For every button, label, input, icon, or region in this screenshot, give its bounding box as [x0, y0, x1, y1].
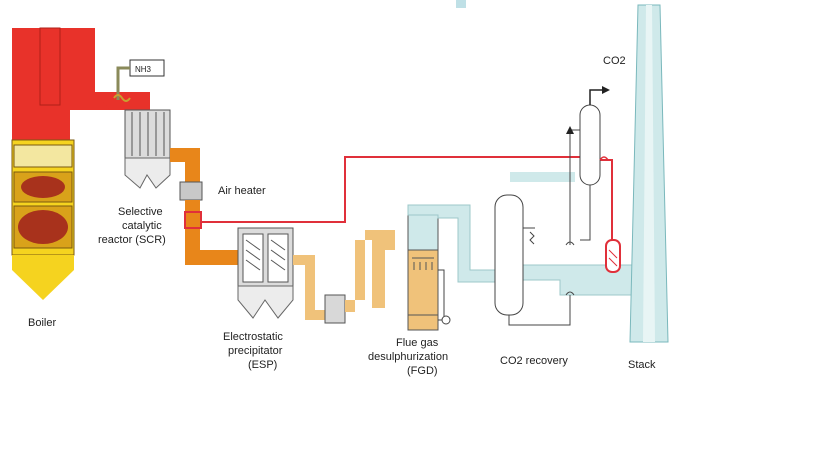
nh3-label: NH3 [135, 65, 152, 74]
co2-regenerator [565, 86, 610, 296]
heat-exchanger-coil [184, 211, 202, 229]
esp-label-line3: (ESP) [248, 359, 277, 371]
air-heater [179, 181, 203, 201]
boiler-inner-duct [39, 27, 61, 106]
scr-label-line1: Selective [118, 206, 163, 218]
flue-gas-desulphurization [407, 214, 451, 331]
esp-label-line1: Electrostatic [223, 331, 283, 343]
co2-output-label: CO2 [603, 55, 626, 67]
fgd-label-line3: (FGD) [407, 365, 438, 377]
induced-draft-fan [324, 294, 346, 324]
fgd-label-line2: desulphurization [368, 351, 448, 363]
duct-fan-up [345, 230, 385, 312]
esp-label-line2: precipitator [228, 345, 283, 357]
duct-to-stack [519, 264, 641, 296]
selective-catalytic-reactor [124, 109, 171, 189]
duct-esp-to-fgd [293, 255, 345, 320]
boiler-upper [12, 28, 110, 140]
duct-to-fgd-top [385, 230, 395, 250]
boiler [11, 27, 110, 300]
scr-label-line3: reactor (SCR) [98, 234, 166, 246]
duct-scr-to-airheater [170, 148, 200, 186]
duct-airheater-down [185, 200, 238, 265]
fgd-label-line1: Flue gas [396, 337, 439, 349]
reboiler [605, 239, 621, 273]
red-steam-line [200, 156, 580, 223]
boiler-label: Boiler [28, 317, 56, 329]
duct-boiler-to-scr [95, 92, 150, 110]
stack [629, 4, 669, 343]
co2-recovery-label: CO2 recovery [500, 355, 568, 367]
top-edge-mark [456, 0, 466, 8]
air-heater-label: Air heater [218, 185, 266, 197]
co2-absorber [494, 194, 571, 326]
boiler-hopper [12, 255, 74, 300]
duct-co2-top [510, 172, 575, 182]
red-steam-line-right [600, 159, 613, 240]
scr-label-line2: catalytic [122, 220, 162, 232]
nh3-injection [113, 59, 165, 102]
stack-label: Stack [628, 359, 656, 371]
electrostatic-precipitator [237, 227, 294, 319]
